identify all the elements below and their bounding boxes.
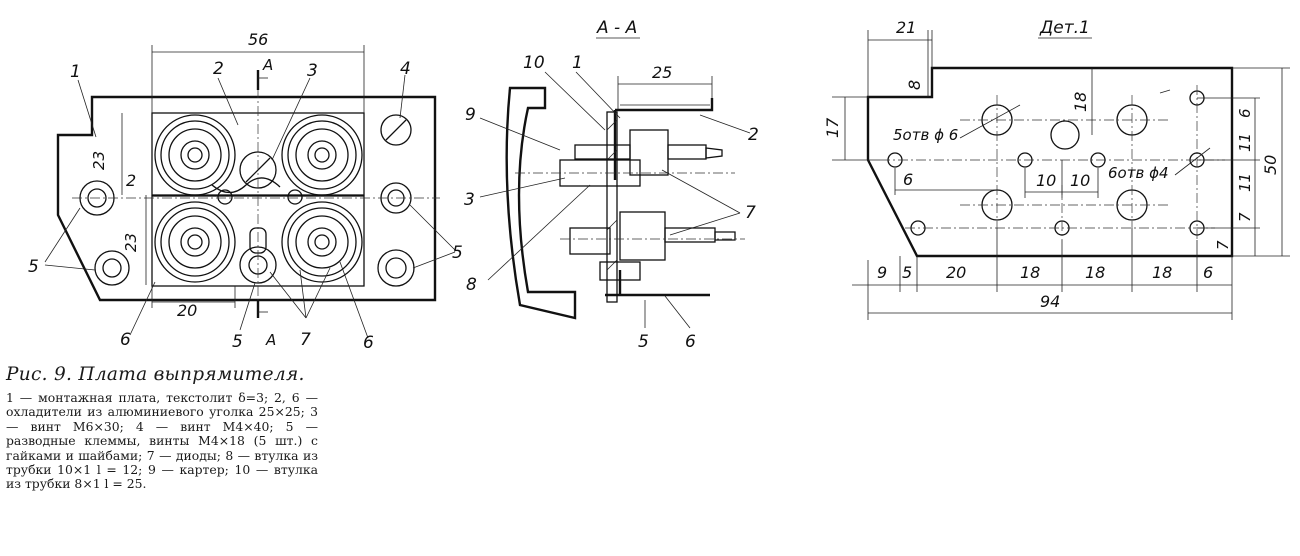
plan-dim: 23 — [90, 151, 108, 170]
detail-dim: 18 — [1020, 263, 1040, 282]
detail-dim: 50 — [1261, 155, 1280, 175]
detail-dim: 6 — [1203, 263, 1213, 282]
hole-note: 5отв ϕ 6 — [893, 126, 958, 144]
diode-top-right — [281, 114, 363, 196]
detail-dim: 18 — [1152, 263, 1172, 282]
detail-view: Дет.1 — [823, 18, 1290, 320]
detail-dim: 7 — [1214, 240, 1232, 250]
hole-note: 6отв ϕ4 — [1108, 164, 1169, 182]
detail-dim: 6 — [903, 170, 913, 189]
diode-bottom-right — [281, 201, 363, 283]
detail-title: Дет.1 — [1039, 18, 1090, 38]
plan-view: 1 2 3 4 5 5 6 6 7 2 5 A A 56 23 23 20 — [28, 30, 463, 353]
section-mark: A — [262, 56, 273, 74]
detail-dim: 8 — [905, 80, 924, 90]
plan-callout: 4 — [400, 59, 411, 79]
detail-dim: 17 — [823, 117, 842, 138]
detail-dim: 11 — [1236, 133, 1254, 152]
plan-callout: 6 — [120, 330, 131, 350]
plan-callout: 1 — [70, 62, 81, 82]
section-callout: 8 — [466, 275, 477, 295]
plan-callout: 7 — [300, 330, 311, 350]
section-callout: 10 — [523, 53, 545, 73]
plan-callout: 3 — [307, 61, 318, 81]
plan-dim: 23 — [122, 233, 140, 252]
detail-dim: 9 — [877, 263, 887, 282]
figure-caption: Рис. 9. Плата выпрямителя. 1 — монтажная… — [6, 364, 318, 492]
plan-callout: 2 — [126, 171, 136, 190]
detail-dim: 11 — [1236, 173, 1254, 192]
section-callout: 5 — [638, 332, 649, 352]
section-callout: 1 — [572, 53, 583, 73]
diode-bottom-left — [154, 201, 236, 283]
detail-dim: 10 — [1036, 171, 1056, 190]
detail-dim: 20 — [946, 263, 966, 282]
section-callout: 2 — [748, 125, 759, 145]
figure-legend: 1 — монтажная плата, текстолит δ=3; 2, 6… — [6, 390, 318, 492]
detail-dim: 18 — [1071, 92, 1090, 112]
detail-dim: 6 — [1236, 108, 1254, 118]
plan-dim: 20 — [177, 301, 197, 320]
diode-top-left — [154, 114, 236, 196]
detail-dim: 7 — [1236, 212, 1254, 222]
plan-callout: 5 — [28, 257, 39, 277]
section-callout: 3 — [464, 190, 475, 210]
detail-dim: 94 — [1040, 292, 1060, 311]
plan-callout: 5 — [232, 332, 243, 352]
section-callout: 7 — [745, 203, 756, 223]
detail-dim: 5 — [902, 263, 912, 282]
figure-title: Рис. 9. Плата выпрямителя. — [6, 364, 305, 385]
section-title: А - А — [596, 18, 637, 38]
detail-dim: 18 — [1085, 263, 1105, 282]
section-dim: 25 — [652, 63, 672, 82]
plan-callout: 5 — [452, 243, 463, 263]
plan-callout: 6 — [363, 333, 374, 353]
plan-dim: 56 — [248, 30, 268, 49]
detail-dim: 21 — [896, 18, 916, 37]
detail-dim: 10 — [1070, 171, 1090, 190]
section-mark: A — [265, 331, 276, 349]
plan-callout: 2 — [213, 59, 224, 79]
section-view: А - А 25 — [464, 18, 759, 352]
section-callout: 9 — [465, 105, 476, 125]
section-callout: 6 — [685, 332, 696, 352]
